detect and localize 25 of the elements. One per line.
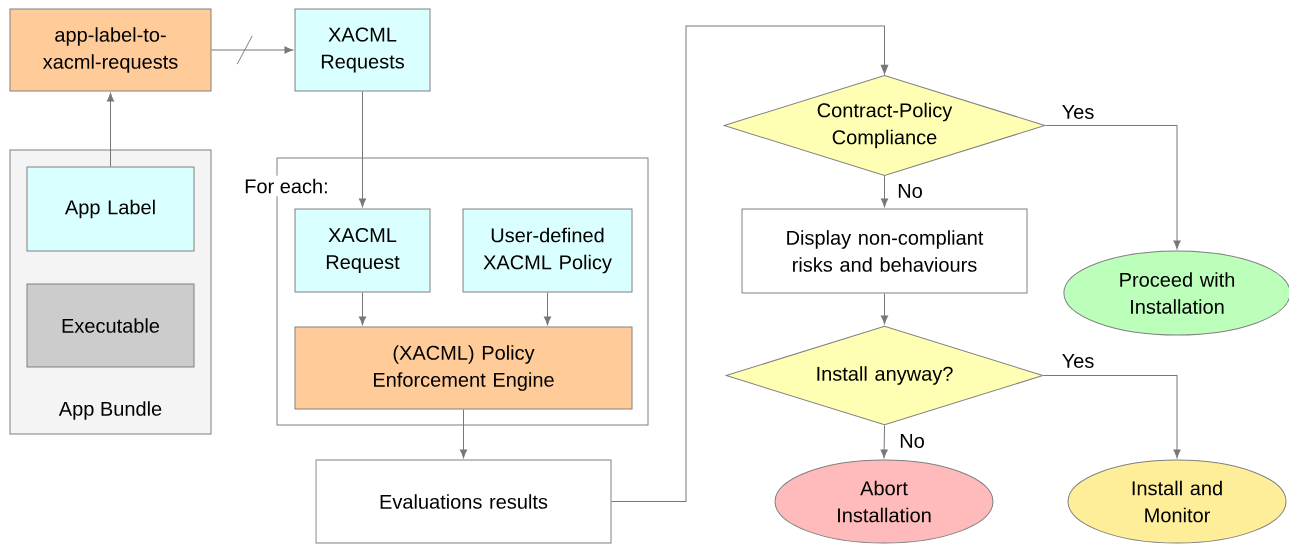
data-box: App Label — [26, 166, 195, 252]
data-box: XACML Requests — [294, 8, 431, 92]
edge-label: No — [898, 433, 926, 449]
process-box: Evaluations results — [315, 459, 612, 544]
arrow — [1045, 125, 1181, 250]
edge-label: Yes — [1060, 104, 1096, 120]
arrow — [358, 91, 367, 208]
process-box: Display non-compliant risks and behaviours — [741, 208, 1028, 294]
data-box: Executable — [26, 283, 195, 368]
arrow — [880, 175, 889, 208]
edge-label: Yes — [1060, 353, 1096, 369]
process-box: app-label-to-xacml-requests — [9, 8, 212, 92]
arrow — [611, 25, 889, 502]
arrow — [543, 292, 552, 326]
arrow — [880, 425, 888, 459]
arrow — [1043, 375, 1181, 459]
process-box: (XACML) Policy Enforcement Engine — [294, 326, 633, 410]
arrow — [358, 292, 367, 326]
data-box: User-defined XACML Policy — [462, 208, 633, 293]
arrow — [106, 92, 115, 167]
edge-label: No — [896, 183, 924, 199]
arrow — [211, 35, 294, 65]
arrow — [459, 409, 468, 459]
data-box: XACML Request — [294, 208, 431, 293]
arrow — [880, 293, 889, 325]
